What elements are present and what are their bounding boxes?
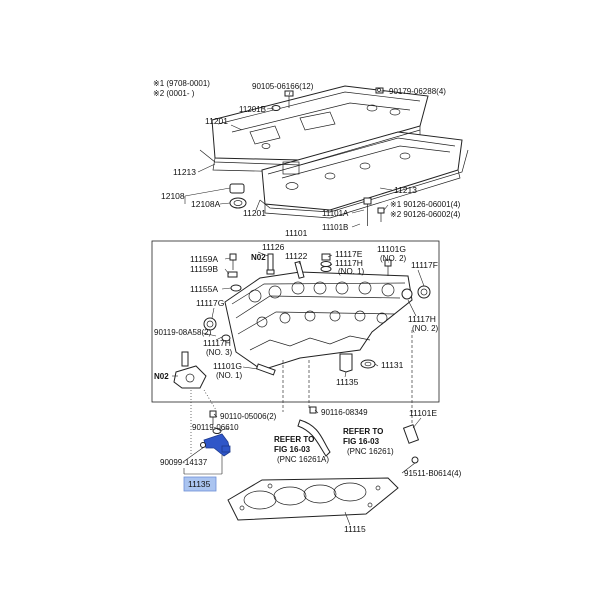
legend-line-2: ※2 (0001- ) xyxy=(153,89,195,98)
label-11122: 11122 xyxy=(285,251,308,261)
plug-icon xyxy=(255,363,276,376)
washer-icon xyxy=(200,442,206,448)
washer-icon xyxy=(227,271,238,278)
label-11117H-no2: 11117H xyxy=(408,314,436,324)
seal-icon xyxy=(203,317,217,331)
sensor-connector xyxy=(402,424,420,444)
label-11101A: 11101A xyxy=(322,209,349,218)
label-12108A: 12108A xyxy=(191,199,221,209)
washer-icon xyxy=(230,284,242,292)
label-11126: 11126 xyxy=(262,242,285,252)
bolt-icon xyxy=(377,207,385,222)
label-11101B: 11101B xyxy=(322,223,348,232)
bolt-icon xyxy=(375,87,384,94)
refer-1-line-1: REFER TO xyxy=(274,435,314,444)
label-11117G: 11117G xyxy=(196,298,224,308)
seal-icon xyxy=(360,359,376,369)
label-90179: 90179-06288(4) xyxy=(389,87,446,96)
label-11213-right: 11213 xyxy=(394,185,417,195)
legend-line-1: ※1 (9708-0001) xyxy=(153,79,210,88)
sensor-assembly xyxy=(173,351,207,389)
label-11115: 11115 xyxy=(344,524,366,534)
breather-hose xyxy=(297,419,331,457)
label-11117E: 11117E xyxy=(335,249,363,259)
label-90110: 90110-05006(2) xyxy=(220,412,277,421)
cylinder-head-frame xyxy=(151,240,440,403)
seal-icon xyxy=(320,253,332,272)
plug-icon xyxy=(294,260,305,279)
bolt-icon xyxy=(209,410,217,425)
seal-icon xyxy=(417,285,431,299)
label-no1-lower: (NO. 1) xyxy=(216,371,243,380)
bolt-icon xyxy=(309,406,317,414)
label-11159B: 11159B xyxy=(190,264,218,274)
bolt-icon xyxy=(229,253,237,270)
label-90126-06002: ※2 90126-06002(4) xyxy=(390,210,461,219)
label-12108: 12108 xyxy=(161,191,185,201)
refer-2-line-3: (PNC 16261) xyxy=(347,447,394,456)
cylinder-head xyxy=(224,271,413,371)
cam-position-sensor xyxy=(203,433,231,457)
cover-gasket-right xyxy=(259,149,469,213)
label-11117F: 11117F xyxy=(411,260,438,270)
label-11155A: 11155A xyxy=(190,284,218,294)
label-11135-highlight: 11135 xyxy=(188,479,211,489)
highlighted-part-number[interactable]: 11135 xyxy=(183,476,217,492)
label-no2-upper: (NO. 2) xyxy=(380,254,407,263)
refer-1-line-2: FIG 16-03 xyxy=(274,445,311,454)
label-no2-lower: (NO. 2) xyxy=(412,324,439,333)
label-90119-06610: 90119-06610 xyxy=(192,423,239,432)
cylinder-head-cover-rear xyxy=(211,85,429,173)
label-no3: (NO. 3) xyxy=(206,348,233,357)
label-90119-08A58: 90119-08A58(2) xyxy=(154,328,212,337)
label-11117H-no3: 11117H xyxy=(203,338,231,348)
washer-icon xyxy=(221,334,231,342)
refer-2-line-1: REFER TO xyxy=(343,427,383,436)
washer-icon xyxy=(212,428,222,434)
cylinder-head-gasket xyxy=(227,477,399,521)
label-11159A: 11159A xyxy=(190,254,218,264)
seal-icon xyxy=(229,183,247,209)
plug-icon xyxy=(339,353,353,373)
label-N02-upper: N02 xyxy=(251,253,266,262)
label-90105: 90105-06166(12) xyxy=(252,82,314,91)
label-91511: 91511-B0614(4) xyxy=(404,469,462,478)
label-90099-14137: 90099-14137 xyxy=(160,458,208,467)
label-11201-top: 11201 xyxy=(205,116,228,126)
label-11101E: 11101E xyxy=(409,408,437,418)
label-N02-lower: N02 xyxy=(154,372,169,381)
bolt-icon xyxy=(384,259,392,276)
cover-gasket-left xyxy=(199,129,421,166)
plug-icon xyxy=(266,253,275,275)
label-11117H-no1: 11117H xyxy=(335,258,363,268)
label-11135-mid: 11135 xyxy=(336,377,359,387)
bolt-icon xyxy=(363,197,372,226)
seal-icon xyxy=(401,288,413,300)
label-90126-06001: ※1 90126-06001(4) xyxy=(390,200,461,209)
label-11201-bottom: 11201 xyxy=(243,208,266,218)
label-11101G-top: 11101G xyxy=(377,244,406,254)
refer-1-line-3: (PNC 16261A) xyxy=(277,455,329,464)
label-11213-left: 11213 xyxy=(173,167,196,177)
label-11101G-bottom: 11101G xyxy=(213,361,242,371)
label-11201B: 11201B xyxy=(239,105,266,114)
label-11101: 11101 xyxy=(285,228,308,238)
bolt-icon xyxy=(284,90,294,108)
bolt-icon xyxy=(411,456,419,464)
label-no1-upper: (NO. 1) xyxy=(338,267,365,276)
label-90116: 90116-08349 xyxy=(321,408,368,417)
label-11131: 11131 xyxy=(381,360,404,370)
refer-2-line-2: FIG 16-03 xyxy=(343,437,380,446)
